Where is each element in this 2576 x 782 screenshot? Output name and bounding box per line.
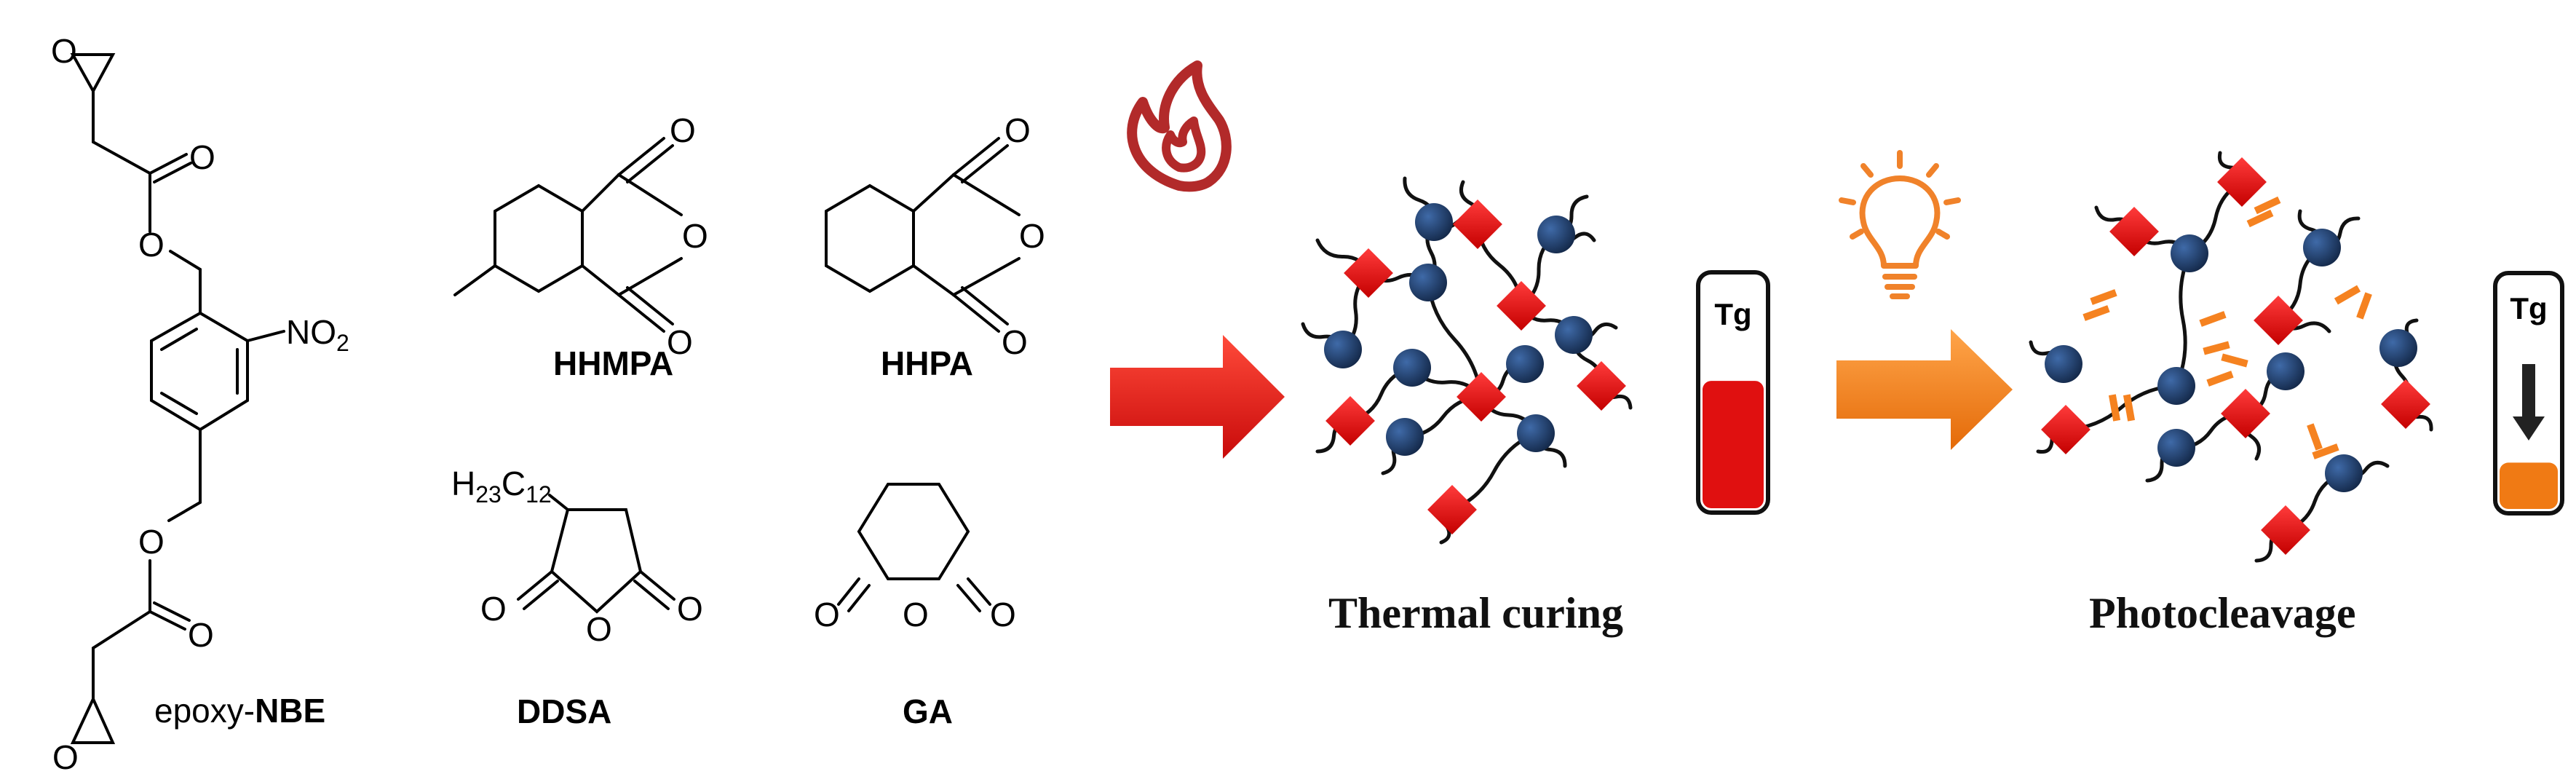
anhydride-node xyxy=(1344,248,1393,298)
epoxide-ring-top xyxy=(70,53,116,95)
atom-o: O xyxy=(903,596,929,633)
anhydride-node xyxy=(2221,389,2270,438)
anhydride-node xyxy=(2217,157,2267,207)
atom-o: O xyxy=(1004,111,1031,149)
cleavage-mark xyxy=(2246,209,2274,228)
epoxy-node xyxy=(1324,331,1362,368)
atom-o: O xyxy=(667,323,693,361)
anhydride-node xyxy=(1497,281,1546,331)
epoxy-node xyxy=(2157,429,2195,467)
cleavage-mark xyxy=(2356,292,2372,320)
cleavage-mark xyxy=(2108,394,2121,422)
molecule-label-hhmpa: HHMPA xyxy=(553,344,673,382)
succinic-ring xyxy=(550,508,643,614)
cleavage-mark xyxy=(2254,196,2281,215)
polymer-chain xyxy=(2174,251,2192,388)
epoxy-node xyxy=(2303,229,2341,266)
tg-label: Tg xyxy=(1714,297,1751,331)
molecule-hhpa xyxy=(825,137,1021,333)
epoxy-node xyxy=(1409,264,1447,301)
polymer-network-cured xyxy=(1301,176,1633,545)
molecule-label-epoxy-nbe: epoxy-NBE xyxy=(154,692,325,730)
cleavage-mark xyxy=(2082,305,2110,321)
atom-o: O xyxy=(480,590,507,628)
benzene-ring xyxy=(150,311,249,432)
tg-gauge-thermal: Tg xyxy=(1696,270,1770,515)
cleavage-mark xyxy=(2199,311,2227,327)
atom-o: O xyxy=(1002,323,1028,361)
molecule-epoxy-nbe xyxy=(70,53,285,744)
cleavage-mark xyxy=(2307,423,2323,451)
molecule-label-hhpa: HHPA xyxy=(881,344,973,382)
anhydride-node xyxy=(1453,200,1502,249)
molecule-label-ga: GA xyxy=(903,692,953,730)
cleavage-mark xyxy=(2221,353,2248,368)
step-label-thermal: Thermal curing xyxy=(1328,589,1623,637)
atom-o: O xyxy=(138,226,165,264)
cleavage-mark xyxy=(2312,443,2339,459)
epoxy-node xyxy=(2325,454,2363,492)
epoxy-node xyxy=(1393,349,1431,387)
tg-gauge-photo: Tg xyxy=(2493,271,2564,516)
molecule-ddsa xyxy=(517,494,675,614)
epoxy-node xyxy=(2379,329,2417,367)
step-label-photo: Photocleavage xyxy=(2089,589,2356,637)
epoxy-node xyxy=(2045,345,2082,383)
down-arrow-icon xyxy=(2513,364,2545,441)
epoxy-node xyxy=(1386,418,1424,456)
epoxy-node xyxy=(1537,216,1575,253)
anhydride-node xyxy=(1577,361,1626,411)
atom-o: O xyxy=(677,590,703,628)
atom-o: O xyxy=(188,616,214,654)
flame-icon xyxy=(1127,60,1232,192)
molecule-hhmpa xyxy=(453,137,683,333)
glutaric-ring xyxy=(857,483,970,580)
molecule-label-ddsa: DDSA xyxy=(517,692,611,730)
cleavage-mark xyxy=(2334,285,2361,305)
epoxy-node xyxy=(2171,234,2208,272)
atom-o: O xyxy=(1019,217,1045,255)
anhydride-node xyxy=(1427,485,1477,534)
anhydride-node xyxy=(1457,372,1506,422)
anhydride-node xyxy=(2254,296,2303,345)
epoxide-ring-bottom xyxy=(70,695,116,744)
atom-o: O xyxy=(990,596,1016,633)
anhydride-node xyxy=(2261,505,2310,555)
alkyl-chain-label: H23C12 xyxy=(451,465,552,507)
cleavage-mark xyxy=(2206,371,2234,387)
epoxy-node xyxy=(1555,316,1593,354)
epoxy-node xyxy=(2157,367,2195,405)
anhydride-node xyxy=(2381,379,2430,429)
atom-o: O xyxy=(814,596,840,633)
cyclohexane-ring xyxy=(494,183,584,293)
cyclohexane-ring xyxy=(825,183,915,293)
atom-o: O xyxy=(670,111,696,149)
epoxy-node xyxy=(1517,414,1555,452)
tg-label: Tg xyxy=(2510,291,2547,325)
atom-o: O xyxy=(51,32,77,70)
atom-o: O xyxy=(138,523,165,561)
polymer-network-cleaved xyxy=(2029,151,2433,563)
atom-o: O xyxy=(586,610,612,648)
nitro-group: NO2 xyxy=(286,313,349,356)
atom-o: O xyxy=(682,217,708,255)
cleavage-mark xyxy=(2123,394,2136,422)
anhydride-node xyxy=(1325,396,1375,446)
epoxy-node xyxy=(1415,203,1453,241)
anhydride-node xyxy=(2041,405,2090,454)
atom-o: O xyxy=(189,138,215,176)
epoxy-node xyxy=(2267,352,2304,390)
epoxy-node xyxy=(1506,345,1544,383)
atom-o: O xyxy=(52,738,79,776)
anhydride-node xyxy=(2109,207,2159,256)
thermal-arrow xyxy=(1110,335,1285,459)
molecule-ga xyxy=(837,483,991,612)
lightbulb-icon xyxy=(1839,150,1961,299)
cleavage-mark xyxy=(2203,341,2230,355)
cleavage-mark xyxy=(2090,289,2117,305)
photo-arrow xyxy=(1836,329,2013,450)
